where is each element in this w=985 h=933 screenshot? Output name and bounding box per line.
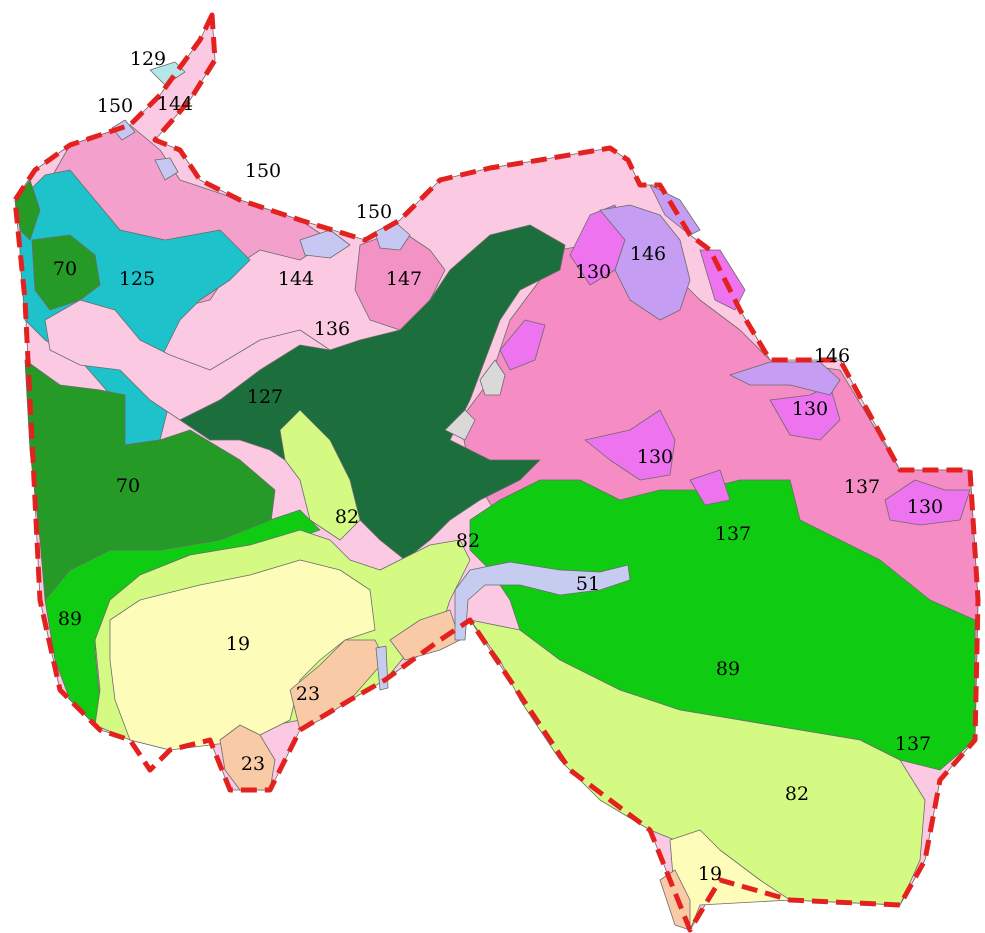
label-70-north: 70 <box>53 258 77 280</box>
label-23-a: 23 <box>296 683 320 705</box>
label-146-east: 146 <box>814 345 850 367</box>
zone-146-north <box>599 204 691 321</box>
zone-130-e <box>884 479 971 526</box>
zone-150-b <box>299 229 351 259</box>
zone-19-west <box>109 559 376 751</box>
label-23-b: 23 <box>241 753 265 775</box>
label-82-central: 82 <box>456 530 480 552</box>
zone-23-b <box>219 724 276 791</box>
label-147: 147 <box>386 268 422 290</box>
label-82-east: 82 <box>785 783 809 805</box>
zone-70-north <box>31 234 101 311</box>
zone-130-f <box>499 319 546 371</box>
label-150-northeast: 150 <box>356 201 392 223</box>
label-19-south: 19 <box>698 863 722 885</box>
zone-grey-b <box>444 409 476 441</box>
zone-70 <box>24 359 276 601</box>
region-boundary <box>12 12 981 933</box>
label-70-south: 70 <box>116 475 140 497</box>
label-129: 129 <box>130 48 166 70</box>
zone-130-c <box>584 409 676 481</box>
label-51: 51 <box>576 573 600 595</box>
label-130-east: 130 <box>792 398 828 420</box>
zone-129 <box>149 61 186 86</box>
label-82-north: 82 <box>335 506 359 528</box>
label-150-north: 150 <box>245 160 281 182</box>
zone-82-north <box>279 409 361 541</box>
zone-23-d <box>659 869 691 931</box>
zone-130-d <box>769 384 841 441</box>
label-130-central: 130 <box>637 446 673 468</box>
zone-150-d <box>154 157 179 181</box>
label-130-north: 130 <box>575 261 611 283</box>
label-137-south: 137 <box>895 733 931 755</box>
label-137-central: 137 <box>715 523 751 545</box>
label-136: 136 <box>314 318 350 340</box>
zone-150-a <box>111 119 136 141</box>
label-144-north: 144 <box>157 93 193 115</box>
label-89-west: 89 <box>58 608 82 630</box>
label-89-east: 89 <box>716 658 740 680</box>
label-137-east: 137 <box>844 476 880 498</box>
label-125: 125 <box>119 268 155 290</box>
zone-grey-a <box>479 359 506 396</box>
label-127: 127 <box>247 386 283 408</box>
label-144-central: 144 <box>278 268 314 290</box>
zone-51-river <box>454 561 631 641</box>
label-150-northwest: 150 <box>97 95 133 117</box>
label-130-far-east: 130 <box>907 496 943 518</box>
zone-130-g <box>689 469 731 506</box>
label-19-west: 19 <box>226 633 250 655</box>
label-146-north: 146 <box>630 243 666 265</box>
